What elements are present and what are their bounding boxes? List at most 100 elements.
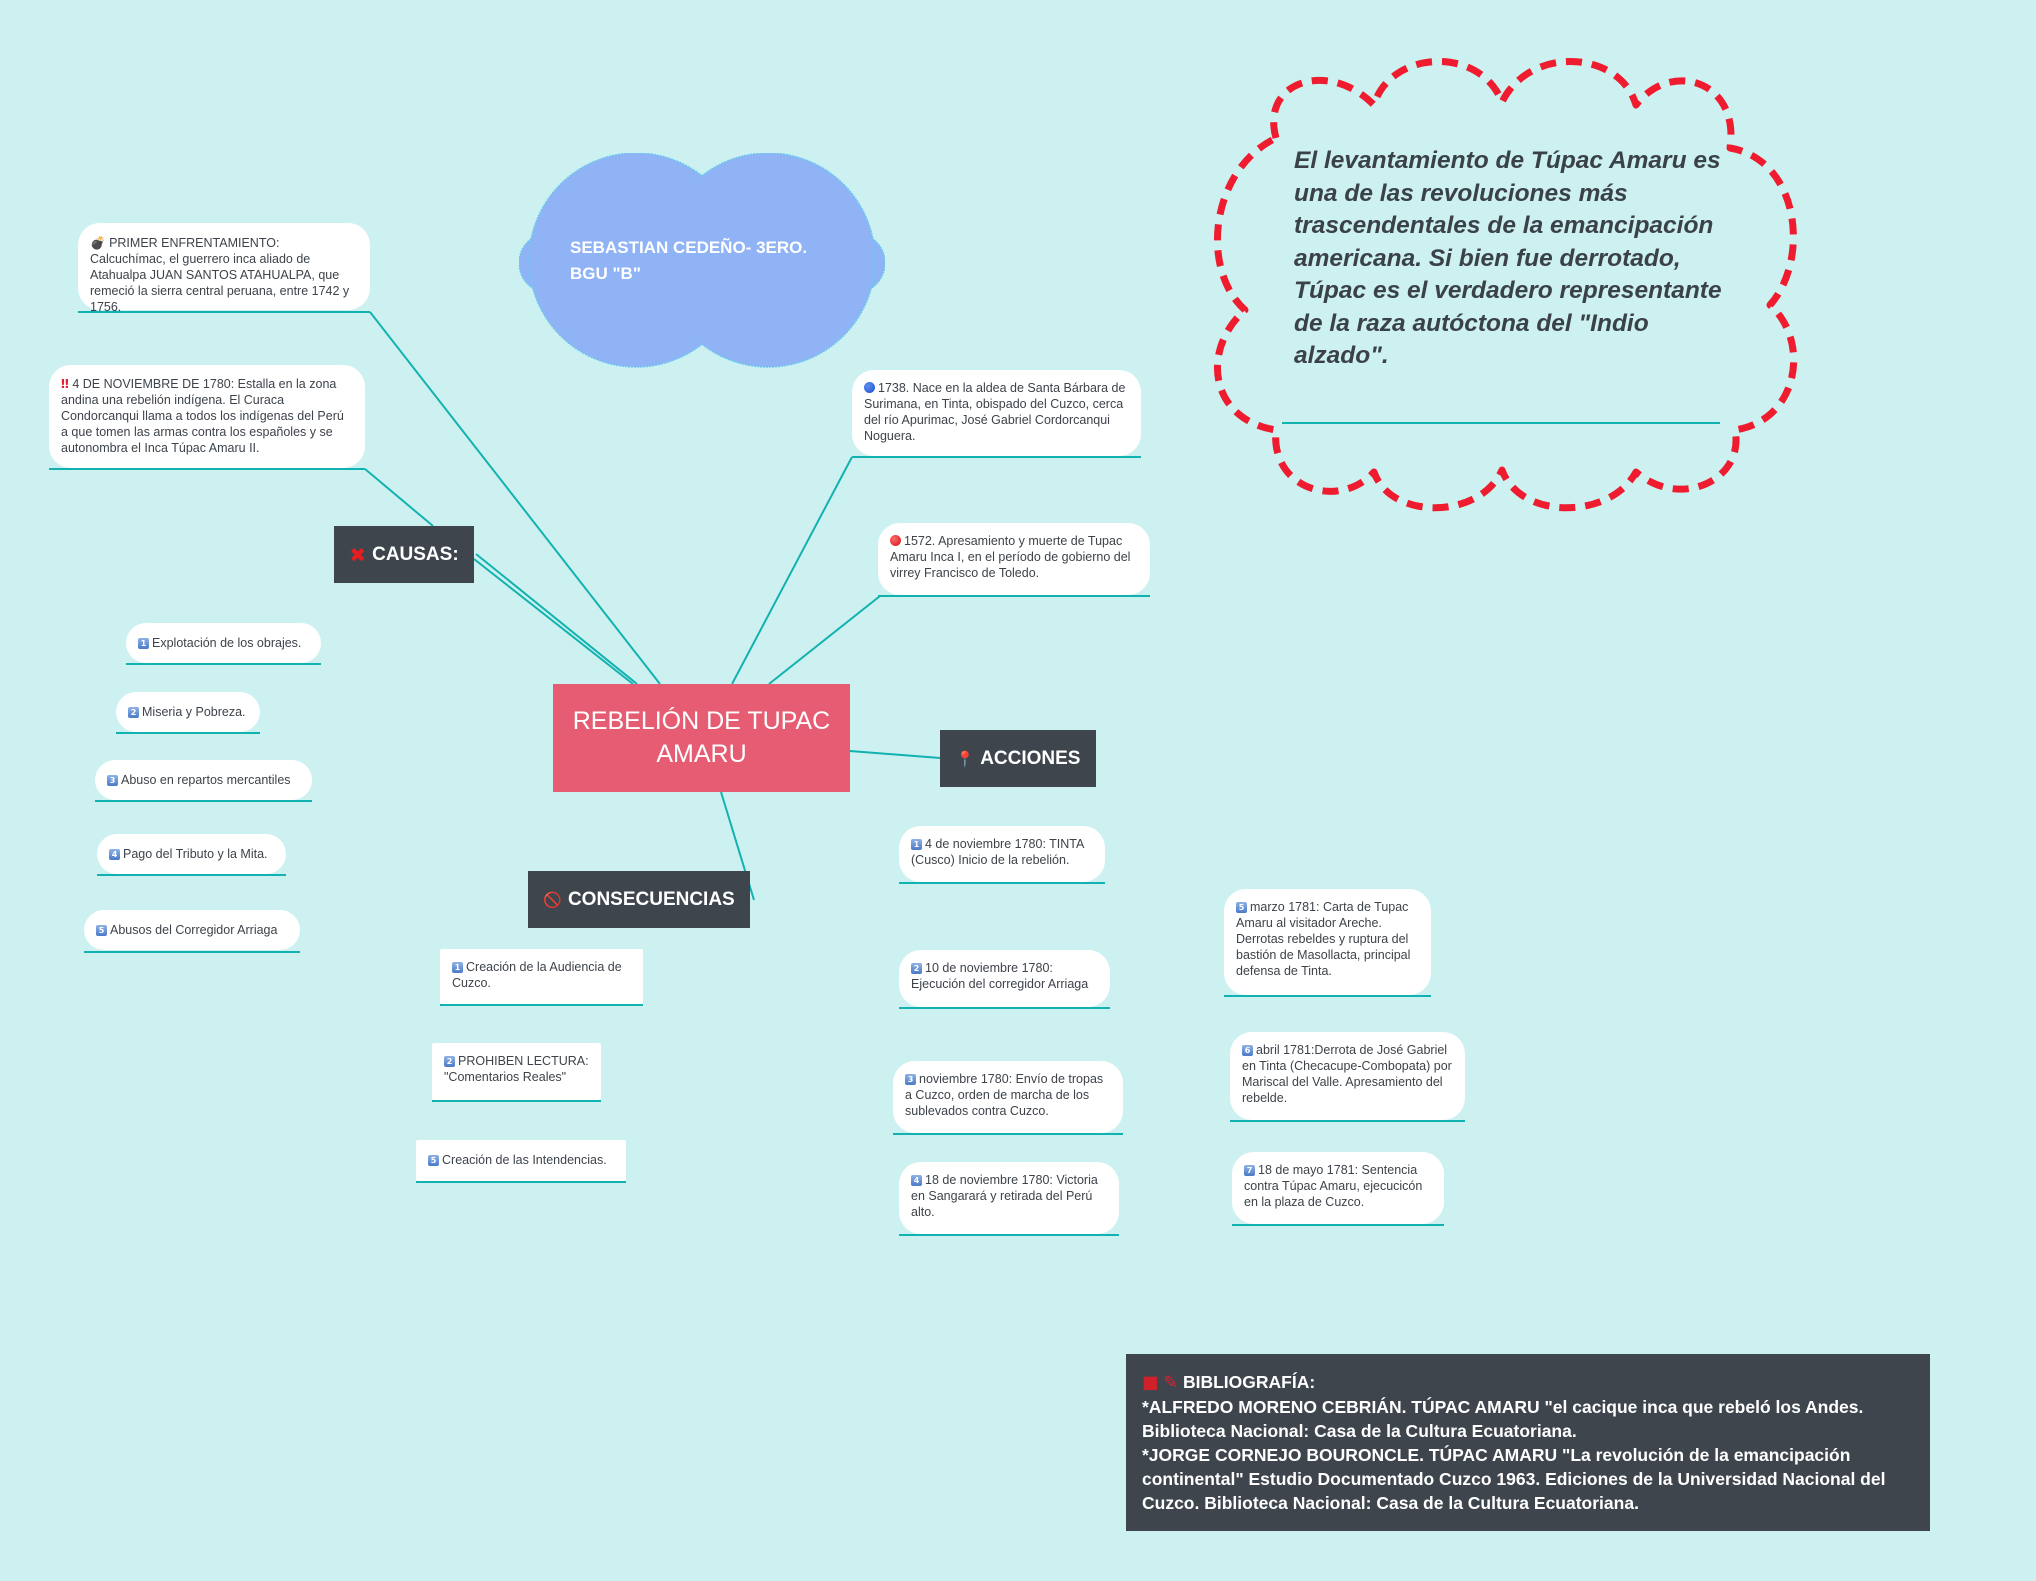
node-underline bbox=[78, 311, 370, 313]
noviembre-1780-node[interactable]: ‼ 4 DE NOVIEMBRE DE 1780: Estalla en la … bbox=[49, 365, 365, 468]
number-2-icon: 2 bbox=[128, 707, 139, 718]
node-text: PRIMER ENFRENTAMIENTO: Calcuchímac, el g… bbox=[90, 236, 350, 314]
causes-topic[interactable]: ✖ CAUSAS: bbox=[334, 526, 474, 583]
cause-text: Pago del Tributo y la Mita. bbox=[123, 847, 268, 861]
bibliography-entry: *ALFREDO MORENO CEBRIÁN. TÚPAC AMARU "el… bbox=[1142, 1397, 1864, 1441]
cause-text: Miseria y Pobreza. bbox=[142, 705, 246, 719]
node-text: 1738. Nace en la aldea de Santa Bárbara … bbox=[864, 381, 1126, 443]
node-underline bbox=[899, 882, 1105, 884]
number-4-icon: 4 bbox=[109, 849, 120, 860]
cause-text: Abuso en repartos mercantiles bbox=[121, 773, 291, 787]
action-text: marzo 1781: Carta de Tupac Amaru al visi… bbox=[1236, 900, 1411, 978]
node-underline bbox=[97, 874, 286, 876]
cross-mark-icon: ✖ bbox=[349, 542, 367, 567]
cause-text: Abusos del Corregidor Arriaga bbox=[110, 923, 278, 937]
action-text: 18 de mayo 1781: Sentencia contra Túpac … bbox=[1244, 1163, 1423, 1209]
actions-topic[interactable]: 📍 ACCIONES bbox=[940, 730, 1096, 787]
number-1-icon: 1 bbox=[138, 638, 149, 649]
node-underline bbox=[899, 1234, 1119, 1236]
consequences-topic[interactable]: 🚫 CONSECUENCIAS bbox=[528, 871, 750, 928]
node-underline bbox=[49, 468, 365, 470]
causes-title: CAUSAS: bbox=[372, 543, 459, 565]
node-underline bbox=[116, 732, 260, 734]
cause-text: Explotación de los obrajes. bbox=[152, 636, 302, 650]
central-topic[interactable]: REBELIÓN DE TUPAC AMARU bbox=[553, 684, 850, 792]
link-central-1738 bbox=[731, 456, 853, 685]
book-icon: ■ bbox=[1142, 1373, 1159, 1393]
number-3-icon: 3 bbox=[107, 775, 118, 786]
nacimiento-1738-node[interactable]: 1738. Nace en la aldea de Santa Bárbara … bbox=[852, 370, 1141, 456]
node-underline bbox=[126, 663, 321, 665]
author-line-1: SEBASTIAN CEDEÑO- 3ERO. bbox=[570, 238, 808, 257]
link-central-acciones bbox=[849, 750, 941, 759]
apresamiento-1572-node[interactable]: 1572. Apresamiento y muerte de Tupac Ama… bbox=[878, 523, 1150, 595]
number-2-icon: 2 bbox=[911, 963, 922, 974]
number-1-icon: 1 bbox=[452, 962, 463, 973]
quote-cloud-shape bbox=[1213, 57, 1798, 512]
node-underline bbox=[95, 800, 312, 802]
action-text: 4 de noviembre 1780: TINTA (Cusco) Inici… bbox=[911, 837, 1084, 867]
round-pushpin-icon: 📍 bbox=[955, 749, 975, 768]
bibliography-box[interactable]: ■ ✎ BIBLIOGRAFÍA: *ALFREDO MORENO CEBRIÁ… bbox=[1126, 1354, 1930, 1531]
prohibited-icon: 🚫 bbox=[543, 890, 562, 909]
pushpin-icon: ✎ bbox=[1163, 1373, 1179, 1393]
number-5-icon: 5 bbox=[428, 1155, 439, 1166]
node-underline bbox=[440, 1004, 643, 1006]
node-underline bbox=[899, 1007, 1110, 1009]
consequence-text: PROHIBEN LECTURA: "Comentarios Reales" bbox=[444, 1054, 589, 1084]
blue-circle-icon bbox=[864, 382, 875, 393]
node-underline bbox=[1230, 1120, 1465, 1122]
node-underline bbox=[1232, 1224, 1444, 1226]
number-4-icon: 4 bbox=[911, 1175, 922, 1186]
central-topic-line-2: AMARU bbox=[656, 740, 747, 768]
node-underline bbox=[878, 595, 1150, 597]
consequence-text: Creación de la Audiencia de Cuzco. bbox=[452, 960, 622, 990]
action-text: noviembre 1780: Envío de tropas a Cuzco,… bbox=[905, 1072, 1104, 1118]
bibliography-entry: *JORGE CORNEJO BOURONCLE. TÚPAC AMARU "L… bbox=[1142, 1445, 1886, 1513]
number-3-icon: 3 bbox=[905, 1074, 916, 1085]
action-text: 10 de noviembre 1780: Ejecución del corr… bbox=[911, 961, 1089, 991]
number-1-icon: 1 bbox=[911, 839, 922, 850]
quote-underline bbox=[1282, 422, 1720, 424]
action-text: abril 1781:Derrota de José Gabriel en Ti… bbox=[1242, 1043, 1452, 1105]
author-line-2: BGU "B" bbox=[570, 264, 641, 283]
action-text: 18 de noviembre 1780: Victoria en Sangar… bbox=[911, 1173, 1098, 1219]
number-6-icon: 6 bbox=[1242, 1045, 1253, 1056]
double-exclamation-icon: ‼ bbox=[61, 376, 69, 391]
quote-text[interactable]: El levantamiento de Túpac Amaru es una d… bbox=[1294, 147, 1722, 369]
link-central-1572 bbox=[768, 595, 881, 685]
node-underline bbox=[432, 1100, 601, 1102]
primer-enfrentamiento-node[interactable]: 💣 PRIMER ENFRENTAMIENTO: Calcuchímac, el… bbox=[78, 223, 370, 314]
number-2-icon: 2 bbox=[444, 1056, 455, 1067]
number-5-icon: 5 bbox=[96, 925, 107, 936]
number-7-icon: 7 bbox=[1244, 1165, 1255, 1176]
node-underline bbox=[416, 1181, 626, 1183]
red-circle-icon bbox=[890, 535, 901, 546]
node-underline bbox=[893, 1133, 1123, 1135]
link-central-causes-a bbox=[475, 553, 638, 685]
actions-title: ACCIONES bbox=[980, 747, 1081, 769]
consequences-title: CONSECUENCIAS bbox=[567, 888, 735, 910]
author-label: SEBASTIAN CEDEÑO- 3ERO. BGU "B" bbox=[570, 235, 870, 287]
bibliography-title: BIBLIOGRAFÍA: bbox=[1182, 1372, 1316, 1392]
central-topic-line-1: REBELIÓN DE TUPAC bbox=[572, 707, 831, 735]
bomb-icon: 💣 bbox=[90, 235, 106, 250]
node-underline bbox=[84, 951, 300, 953]
node-text: 1572. Apresamiento y muerte de Tupac Ama… bbox=[890, 534, 1131, 580]
consequence-text: Creación de las Intendencias. bbox=[442, 1153, 607, 1167]
